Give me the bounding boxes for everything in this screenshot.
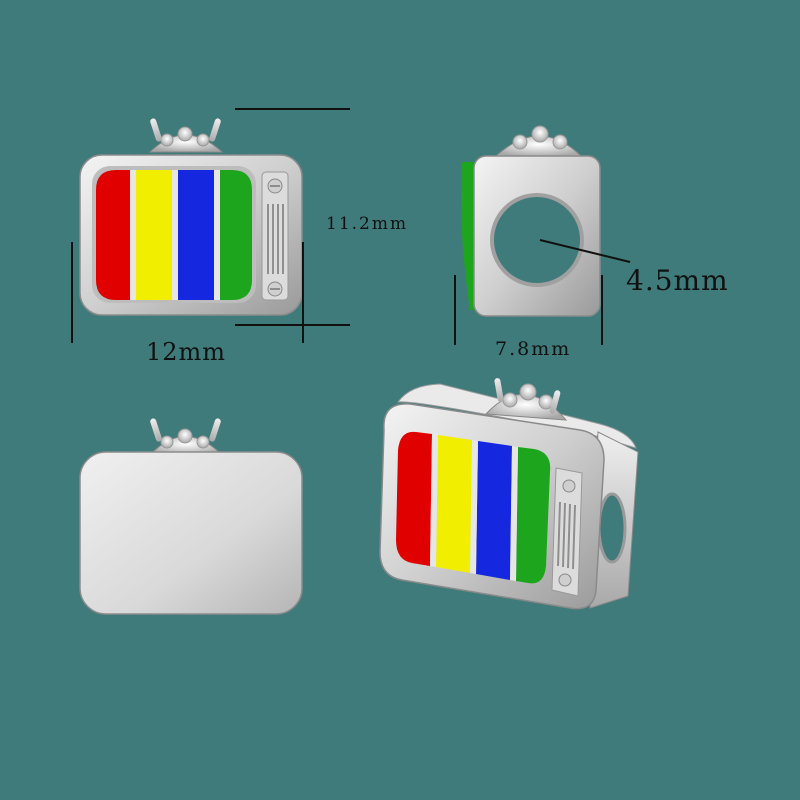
- bead-hole: [490, 193, 584, 287]
- perspective-bead-hole: [597, 492, 627, 564]
- back-view: [79, 418, 303, 615]
- front-view: [79, 118, 303, 316]
- height-dimension-label: 11.2mm: [326, 214, 409, 234]
- hole-leader-line: [539, 239, 631, 263]
- front-dimension-lines: [71, 108, 350, 343]
- perspective-screen: [396, 431, 551, 584]
- front-crown: [148, 118, 224, 153]
- side-dimension-lines: [454, 275, 603, 345]
- hole-diameter-label: 4.5mm: [626, 264, 729, 297]
- side-view: [461, 125, 631, 317]
- depth-dimension-label: 7.8mm: [495, 338, 572, 360]
- perspective-crown: [484, 378, 568, 421]
- front-screen: [96, 170, 252, 300]
- back-body: [79, 451, 303, 615]
- front-control-panel: [261, 171, 289, 301]
- width-dimension-label: 12mm: [146, 338, 227, 366]
- back-crown: [148, 418, 224, 456]
- side-crown: [493, 125, 584, 158]
- perspective-view: [379, 378, 639, 610]
- perspective-control-panel: [551, 467, 583, 597]
